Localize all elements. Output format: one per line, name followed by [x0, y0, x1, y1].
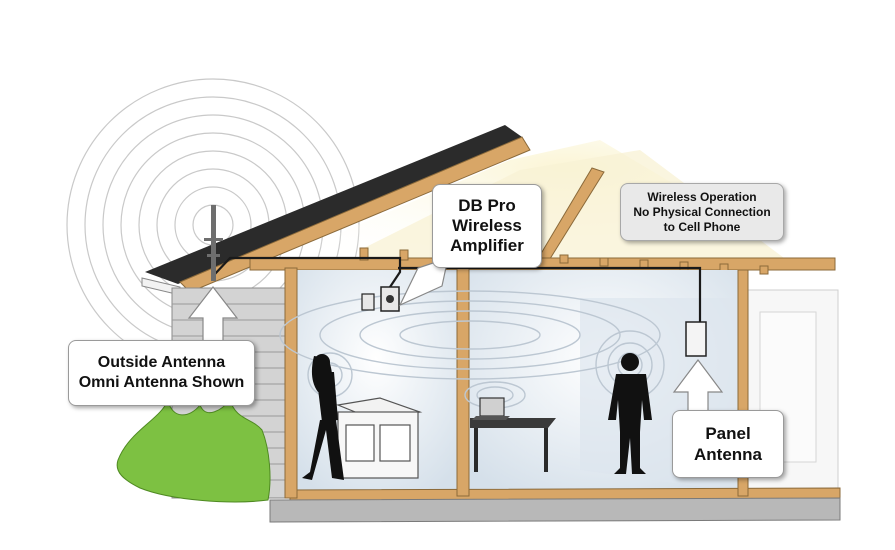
wireless-operation-note: Wireless Operation No Physical Connectio… — [620, 183, 784, 241]
pointer-arrows — [187, 257, 724, 413]
desk-with-laptop — [470, 397, 556, 472]
outside-antenna-line2: Omni Antenna Shown — [78, 374, 245, 391]
wireless-note-line1: Wireless Operation — [647, 189, 757, 204]
omni-antenna — [204, 205, 223, 281]
wall-studs — [284, 267, 749, 499]
amplifier-line3: Amplifier — [450, 236, 524, 255]
person-silhouette-man — [608, 353, 652, 474]
roof — [145, 125, 522, 284]
amplifier-line1: DB Pro — [458, 196, 516, 215]
panel-antenna-device — [685, 321, 707, 357]
panel-antenna-line2: Antenna — [694, 445, 762, 464]
antenna-cable — [213, 256, 402, 291]
amplifier-label: DB Pro Wireless Amplifier — [432, 184, 542, 268]
wireless-note-line3: to Cell Phone — [663, 219, 741, 234]
panel-cable — [398, 266, 702, 322]
outside-antenna-label: Outside Antenna Omni Antenna Shown — [68, 340, 255, 406]
panel-antenna-label: Panel Antenna — [672, 410, 784, 478]
amplifier-device — [361, 286, 400, 312]
foundation — [269, 497, 841, 523]
amplifier-line2: Wireless — [452, 216, 522, 235]
person-silhouette-woman — [302, 354, 344, 480]
panel-antenna-line1: Panel — [705, 424, 751, 443]
outside-antenna-line1: Outside Antenna — [97, 354, 226, 371]
appliances — [335, 397, 423, 479]
wireless-note-line2: No Physical Connection — [633, 204, 771, 219]
